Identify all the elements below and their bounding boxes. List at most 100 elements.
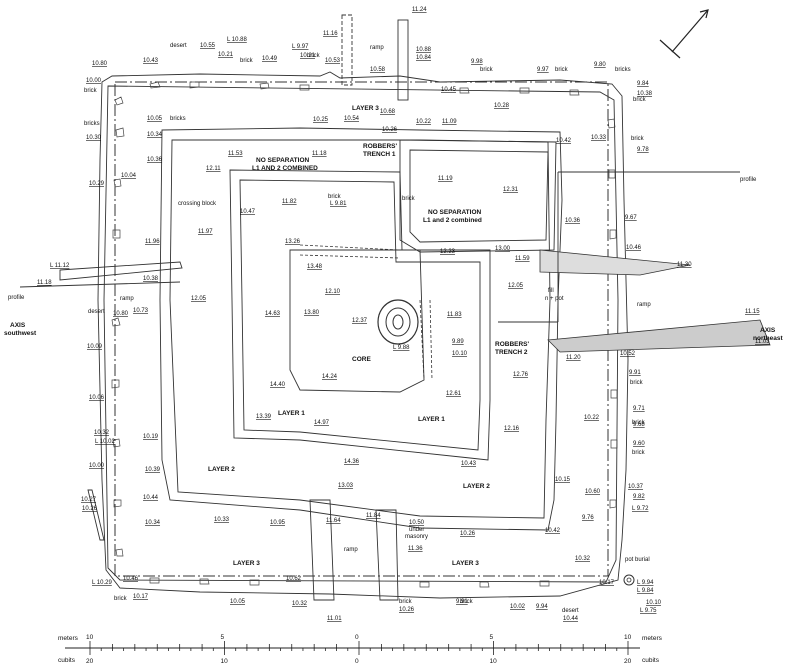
elevation: 12.61	[446, 391, 462, 397]
elevation: 11.97	[198, 229, 213, 235]
elevation: 9.91	[629, 370, 641, 376]
elevation: 10.68	[380, 109, 396, 115]
elevation: 9.98	[471, 59, 483, 65]
elevation: 12.10	[325, 289, 341, 295]
elevation: 10.05	[230, 599, 246, 605]
profile-lines	[19, 171, 740, 323]
brick-label: brick	[632, 450, 646, 456]
elevation: 12.76	[513, 372, 529, 378]
elevation: 10.28	[494, 103, 510, 109]
label-axis-ne-a: AXIS	[760, 327, 776, 334]
elevation: 10.04	[121, 173, 137, 179]
elevation: 13.26	[285, 239, 301, 245]
elevation: 9.94	[536, 604, 548, 610]
elevation: 10.15	[555, 477, 571, 483]
elevation: 11.20	[566, 355, 581, 361]
elevation: 10.17	[599, 580, 615, 586]
label-nosep1-a: NO SEPARATION	[256, 157, 310, 164]
elevation: 10.33	[591, 135, 607, 141]
elevation: 10.10	[646, 600, 662, 606]
elevation: L 10.02	[95, 439, 115, 445]
label-ramp-e: ramp	[637, 302, 651, 308]
elevation: L 9.72	[632, 506, 649, 512]
label-robbers2-a: ROBBERS'	[495, 341, 530, 348]
elevation: 11.83	[447, 312, 462, 318]
elevation: 10.84	[416, 55, 432, 61]
outer-wall	[97, 71, 629, 599]
brick-label: brick	[399, 599, 413, 605]
ramps	[59, 14, 771, 601]
pot-burial-icon	[623, 574, 635, 586]
elevation: 11.15	[745, 309, 760, 315]
scale-meter-number: 5	[490, 634, 494, 641]
elevation: 10.42	[545, 528, 561, 534]
elevation: 10.21	[300, 53, 316, 59]
scale-cubit-number: 10	[221, 658, 229, 665]
elevation: 9.84	[637, 81, 649, 87]
elevation: 12.05	[508, 283, 524, 289]
elevation: 11.16	[323, 31, 338, 37]
area-labels: LAYER 3 LAYER 3 LAYER 3 LAYER 2 LAYER 2 …	[4, 43, 783, 614]
elevation: 10.32	[94, 430, 110, 436]
brick-label: brick	[460, 599, 474, 605]
elevation: 10.58	[370, 67, 386, 73]
brick-label: brick	[114, 596, 128, 602]
elevation: 10.27	[81, 497, 97, 503]
elevation: 10.43	[461, 461, 477, 467]
elevation: 10.43	[143, 58, 159, 64]
elevation: 10.44	[563, 616, 579, 622]
elevation: 10.38	[637, 91, 653, 97]
label-layer3-se: LAYER 3	[452, 560, 479, 567]
elevation: 14.40	[270, 382, 286, 388]
elevation: 9.89	[452, 339, 464, 345]
elevation: 11.03	[755, 339, 770, 345]
elevation: 10.05	[147, 116, 163, 122]
elevation: 10.39	[145, 467, 161, 473]
scale-cubit-number: 0	[355, 658, 359, 665]
elevation: L 9.97	[292, 44, 309, 50]
elevation: 9.76	[582, 515, 594, 521]
elevation: 12.37	[352, 318, 368, 324]
elevation: 10.37	[628, 484, 644, 490]
brick-label: brick	[633, 97, 647, 103]
elevation: 11.18	[37, 280, 52, 286]
ne-block	[399, 139, 557, 253]
brick-label: brick	[240, 58, 254, 64]
brick-label: brick	[84, 88, 98, 94]
scale-meters-label-left: meters	[58, 635, 79, 642]
elevation: 10.50	[409, 520, 425, 526]
elevation: 14.24	[322, 374, 338, 380]
elevation: 10.25	[313, 117, 329, 123]
elevation: 10.21	[218, 52, 234, 58]
brick-label: brick	[328, 194, 342, 200]
elevation: 10.73	[133, 308, 149, 314]
elevation: 9.68	[633, 422, 645, 428]
bricks-label: bricks	[615, 67, 631, 73]
label-robbers2-b: TRENCH 2	[495, 349, 528, 356]
elevation: 11.19	[438, 176, 453, 182]
elevation: 13.80	[304, 310, 320, 316]
scale-meter-number: 10	[86, 634, 94, 641]
elevation: 13.39	[256, 414, 272, 420]
label-ramp-s: ramp	[344, 547, 358, 553]
elevation: 9.71	[633, 406, 645, 412]
elevation: 13.00	[495, 246, 511, 252]
label-desert-w: desert	[88, 309, 105, 315]
label-fill-b: n + pot	[545, 296, 564, 302]
elevation: 10.19	[143, 434, 159, 440]
elevation: 11.24	[412, 7, 427, 13]
elevation: 11.30	[677, 262, 692, 268]
elevation: L 9.75	[640, 608, 657, 614]
elevation: 11.84	[366, 513, 381, 519]
elevation: L 9.88	[393, 345, 410, 351]
label-nosep1-b: L1 AND 2 COMBINED	[252, 165, 318, 172]
elevation: 10.02	[510, 604, 526, 610]
elevation: 11.96	[145, 239, 160, 245]
elevation: L 9.81	[330, 201, 347, 207]
elevation: 12.05	[191, 296, 207, 302]
elevation: 10.44	[143, 495, 159, 501]
elevation: 10.95	[270, 520, 286, 526]
robbers-trenches	[299, 244, 433, 381]
elevation: 10.36	[565, 218, 581, 224]
